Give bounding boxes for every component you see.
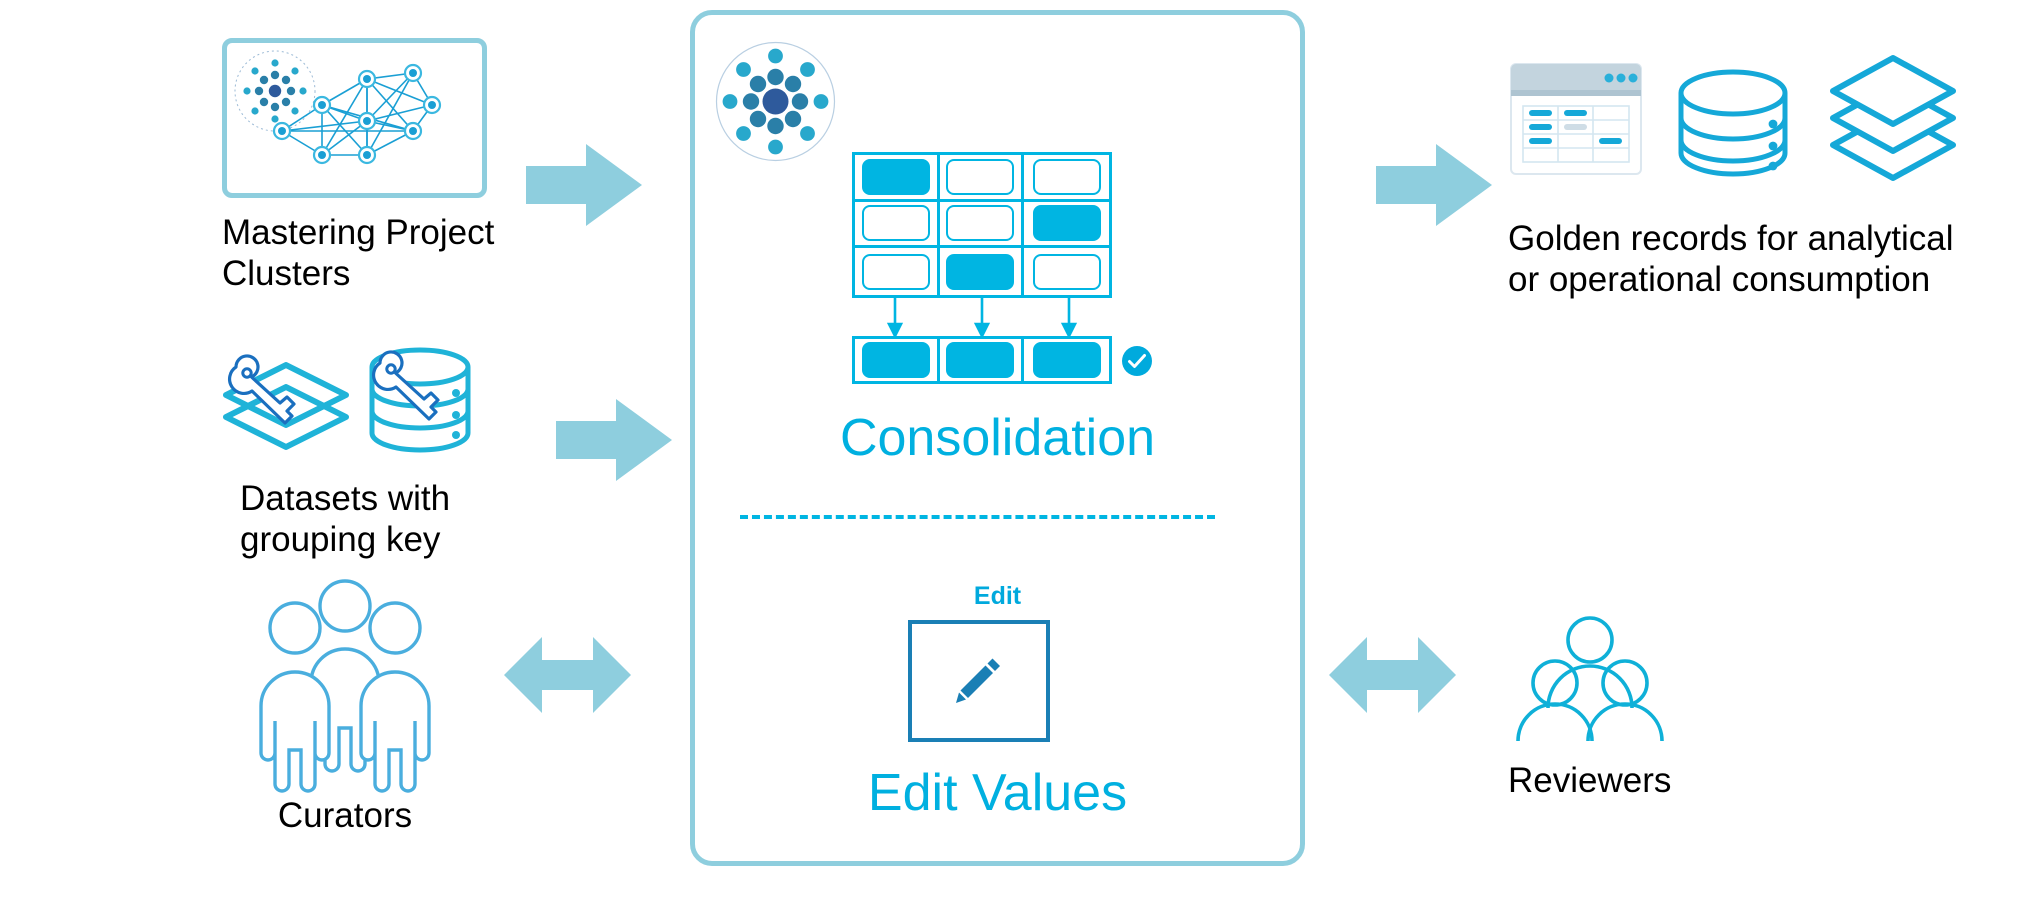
cell-chip-filled xyxy=(861,158,930,195)
cell-chip-empty xyxy=(946,205,1015,242)
panel-section-divider xyxy=(740,515,1215,519)
edit-section-label: Edit xyxy=(973,582,1022,610)
result-cell-3[interactable] xyxy=(1024,339,1109,381)
grid-cell-r1c3[interactable] xyxy=(1024,155,1109,202)
reviewers-label: Reviewers xyxy=(1508,761,1672,800)
key-glyph-layers xyxy=(228,354,296,425)
cell-chip-empty xyxy=(1032,158,1101,195)
result-cell-1[interactable] xyxy=(855,339,940,381)
layers-icon xyxy=(1830,55,1956,181)
grid-cell-r3c1[interactable] xyxy=(855,248,940,295)
edit-values-button[interactable] xyxy=(908,620,1050,742)
grid-cell-r1c1[interactable] xyxy=(855,155,940,202)
edit-values-title: Edit Values xyxy=(867,764,1128,822)
mastering-project-clusters-card xyxy=(222,38,487,198)
key-glyph-database xyxy=(372,350,440,421)
network-cluster-icon xyxy=(234,50,442,165)
grid-cell-r3c2[interactable] xyxy=(940,248,1025,295)
database-icon xyxy=(1678,69,1788,177)
cell-chip-filled xyxy=(946,253,1015,290)
result-cell-2[interactable] xyxy=(940,339,1025,381)
grid-cell-r2c1[interactable] xyxy=(855,201,940,249)
golden-records-icons xyxy=(1505,40,1995,181)
consolidation-title: Consolidation xyxy=(839,409,1156,467)
group-people-icon xyxy=(1515,613,1665,743)
cell-chip-empty xyxy=(861,253,930,290)
datasets-with-grouping-key-label: Datasets with grouping key xyxy=(240,479,451,559)
consolidation-down-arrows xyxy=(852,298,1112,339)
arrow-left-right-icon-curators xyxy=(500,620,635,730)
result-chip-filled xyxy=(946,342,1015,378)
starburst-logo-icon xyxy=(708,34,843,169)
consolidation-grid xyxy=(852,152,1112,298)
grid-cell-r1c2[interactable] xyxy=(939,155,1025,202)
pencil-icon xyxy=(956,658,1000,703)
mastering-project-clusters-label: Mastering Project Clusters xyxy=(222,213,495,293)
result-chip-filled xyxy=(1032,342,1101,378)
cell-chip-empty xyxy=(861,205,930,242)
arrow-right-icon-datasets xyxy=(550,395,680,485)
arrow-right-icon-clusters xyxy=(520,140,650,230)
cell-chip-empty xyxy=(1032,253,1101,290)
cell-chip-filled xyxy=(1032,205,1101,242)
result-chip-filled xyxy=(861,342,930,378)
arrow-left-right-icon-reviewers xyxy=(1325,620,1460,730)
arrow-right-icon-golden-records xyxy=(1370,140,1500,230)
check-circle-icon xyxy=(1120,344,1154,378)
cell-chip-empty xyxy=(946,158,1015,195)
golden-records-label: Golden records for analytical or operati… xyxy=(1508,219,1954,299)
grid-cell-r2c3[interactable] xyxy=(1024,202,1109,249)
consolidation-result-row xyxy=(852,336,1112,384)
table-window-icon xyxy=(1510,63,1642,175)
three-people-icon xyxy=(245,578,445,793)
grid-cell-r2c2[interactable] xyxy=(939,201,1025,249)
curators-label: Curators xyxy=(277,796,413,835)
grid-cell-r3c3[interactable] xyxy=(1024,248,1109,295)
datasets-with-grouping-key-icons xyxy=(208,335,488,455)
